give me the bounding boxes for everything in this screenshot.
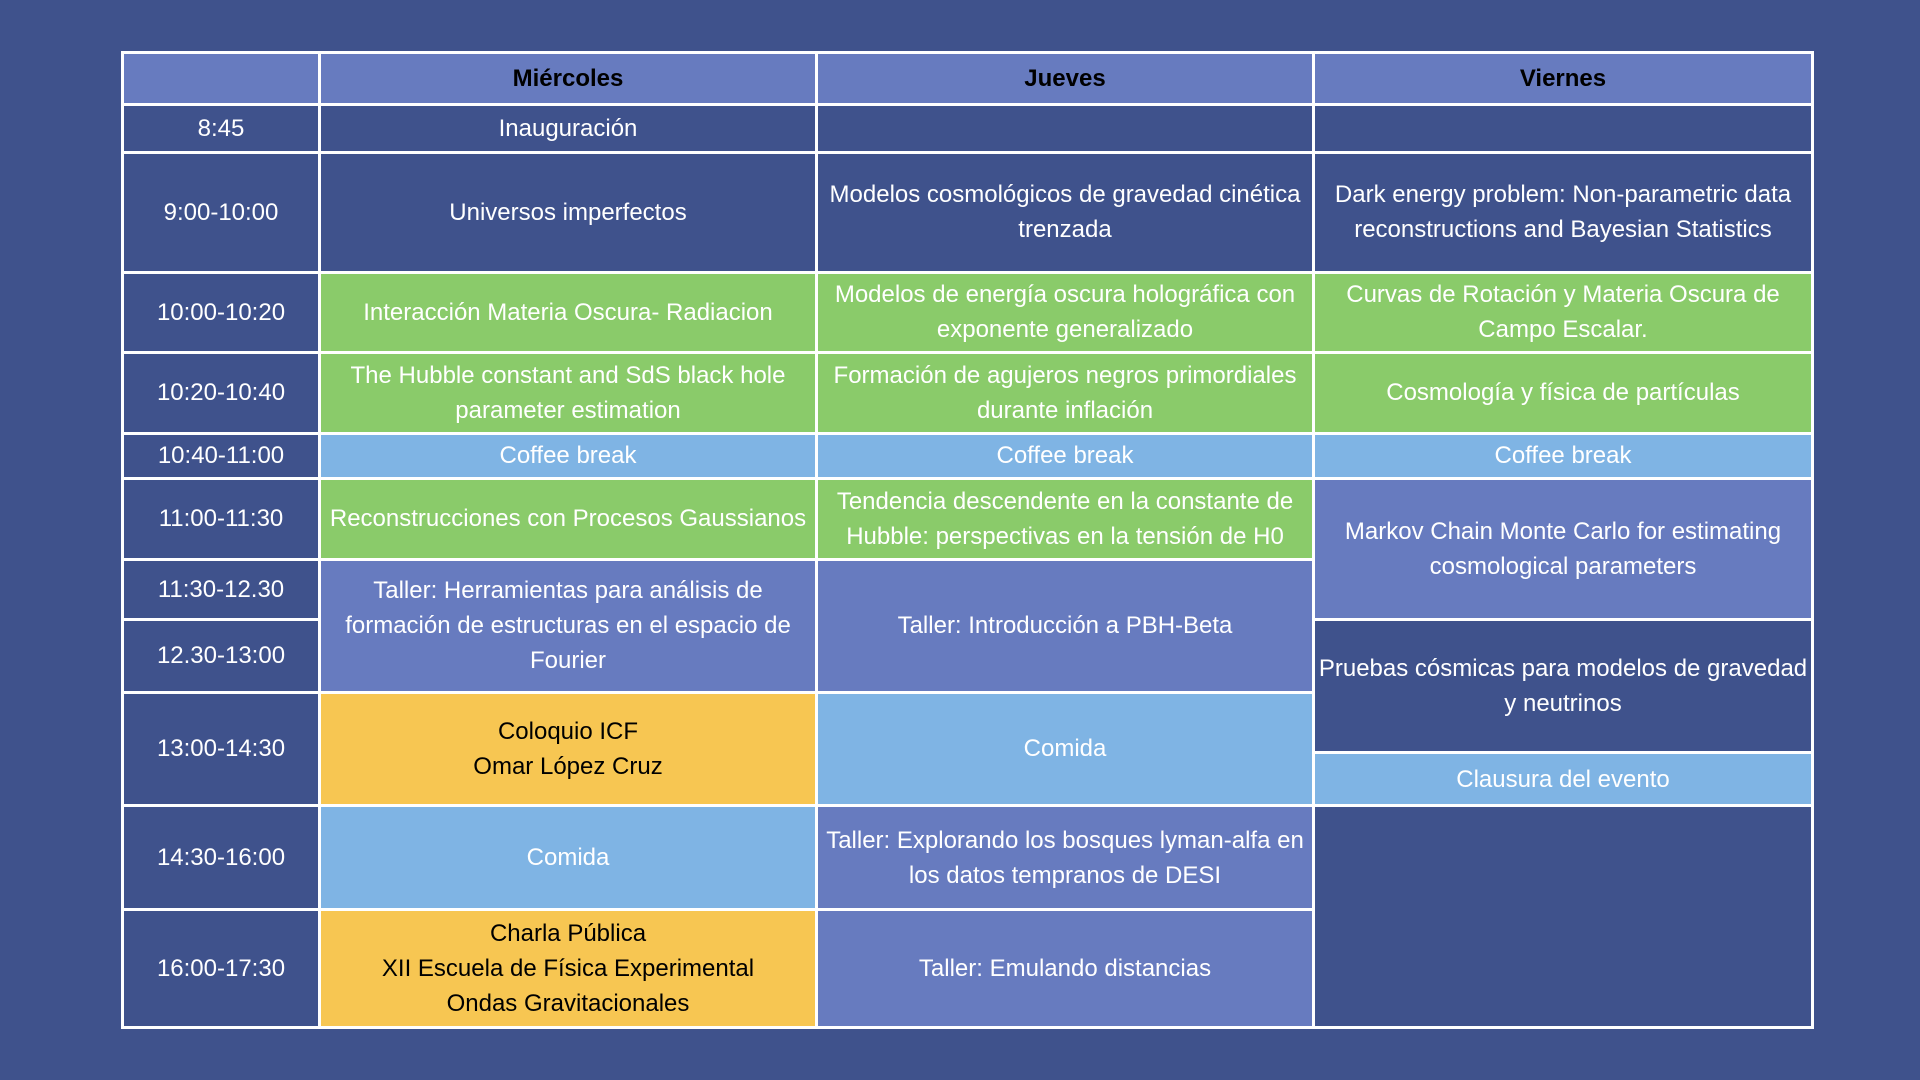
header-row: Miércoles Jueves Viernes [121, 50, 1814, 107]
time-slot: 10:40-11:00 [121, 431, 321, 481]
time-slot: 10:00-10:20 [121, 270, 321, 355]
charla-event: XII Escuela de Física Experimental [381, 955, 755, 983]
table-row: 9:00-10:00 Universos imperfectos Modelos… [121, 150, 1814, 274]
session-inauguracion: Inauguración [318, 103, 818, 154]
session-comida: Comida [318, 804, 818, 912]
time-slot: 14:30-16:00 [121, 804, 321, 912]
session-curvas-rotacion: Curvas de Rotación y Materia Oscura de C… [1312, 270, 1814, 355]
time-slot: 11:00-11:30 [121, 477, 321, 561]
session-taller-pbh-beta: Taller: Introducción a PBH-Beta [815, 557, 1315, 694]
table-row: 13:00-14:30 Coloquio ICF Omar López Cruz… [121, 690, 1813, 808]
session-universos-imperfectos: Universos imperfectos [318, 150, 818, 274]
session-taller-fourier: Taller: Herramientas para análisis de fo… [318, 557, 818, 694]
session-coloquio-icf: Coloquio ICF Omar López Cruz [318, 690, 818, 808]
session-coffee-break: Coffee break [318, 431, 818, 481]
table-row: 11:30-12.30 Taller: Herramientas para an… [121, 557, 1813, 694]
session-coffee-break: Coffee break [815, 431, 1315, 481]
table-row: 10:00-10:20 Interacción Materia Oscura- … [121, 270, 1814, 355]
session-modelos-gravedad: Modelos cosmológicos de gravedad cinétic… [815, 150, 1315, 274]
time-slot: 16:00-17:30 [121, 908, 321, 1029]
charla-title: Charla Pública [489, 920, 647, 948]
session-dark-energy: Dark energy problem: Non-parametric data… [1312, 150, 1814, 274]
coloquio-title: Coloquio ICF [497, 717, 639, 745]
time-slot: 13:00-14:30 [121, 690, 321, 808]
table-row: 16:00-17:30 Charla Pública XII Escuela d… [121, 908, 1813, 1029]
session-agujeros-negros: Formación de agujeros negros primordiale… [815, 351, 1315, 435]
time-slot: 8:45 [121, 103, 321, 154]
session-coffee-break: Coffee break [1312, 431, 1814, 481]
session-markov-chain: Markov Chain Monte Carlo for estimating … [1312, 477, 1814, 622]
table-row: 10:40-11:00 Coffee break Coffee break Co… [121, 431, 1814, 481]
session-taller-emulando: Taller: Emulando distancias [815, 908, 1315, 1029]
session-energia-holografica: Modelos de energía oscura holográfica co… [815, 270, 1315, 355]
table-row: 8:45 Inauguración [121, 103, 1814, 154]
session-empty [1312, 804, 1814, 1029]
table-row: Clausura del evento [123, 750, 1814, 808]
header-day-miercoles: Miércoles [318, 50, 818, 107]
schedule-table: Miércoles Jueves Viernes 8:45 Inauguraci… [121, 50, 1814, 1029]
time-slot: 10:20-10:40 [121, 351, 321, 435]
session-charla-publica: Charla Pública XII Escuela de Física Exp… [318, 908, 818, 1029]
coloquio-speaker: Omar López Cruz [473, 752, 663, 780]
session-empty [815, 103, 1315, 154]
header-day-viernes: Viernes [1312, 50, 1814, 107]
session-reconstrucciones: Reconstrucciones con Procesos Gaussianos [318, 477, 818, 561]
session-cosmologia-particulas: Cosmología y física de partículas [1312, 351, 1814, 435]
session-comida: Comida [815, 690, 1315, 808]
header-day-jueves: Jueves [815, 50, 1315, 107]
time-slot: 12.30-13:00 [121, 618, 321, 694]
header-corner [121, 50, 321, 107]
session-taller-lyman-alfa: Taller: Explorando los bosques lyman-alf… [815, 804, 1315, 912]
time-slot: 9:00-10:00 [121, 150, 321, 274]
session-pruebas-cosmicas: Pruebas cósmicas para modelos de graveda… [1312, 618, 1814, 754]
session-clausura: Clausura del evento [1312, 750, 1814, 808]
table-row: 12.30-13:00 Pruebas cósmicas para modelo… [121, 618, 1814, 754]
session-tendencia-hubble: Tendencia descendente en la constante de… [815, 477, 1315, 561]
table-row: 14:30-16:00 Comida Taller: Explorando lo… [121, 804, 1814, 1029]
session-interaccion: Interacción Materia Oscura- Radiacion [318, 270, 818, 355]
session-hubble-sds: The Hubble constant and SdS black hole p… [318, 351, 818, 435]
table-row: 10:20-10:40 The Hubble constant and SdS … [121, 351, 1814, 435]
table-row: 11:00-11:30 Reconstrucciones con Proceso… [121, 477, 1814, 622]
charla-topic: Ondas Gravitacionales [446, 990, 690, 1018]
time-slot: 11:30-12.30 [121, 557, 321, 622]
session-empty [1312, 103, 1814, 154]
